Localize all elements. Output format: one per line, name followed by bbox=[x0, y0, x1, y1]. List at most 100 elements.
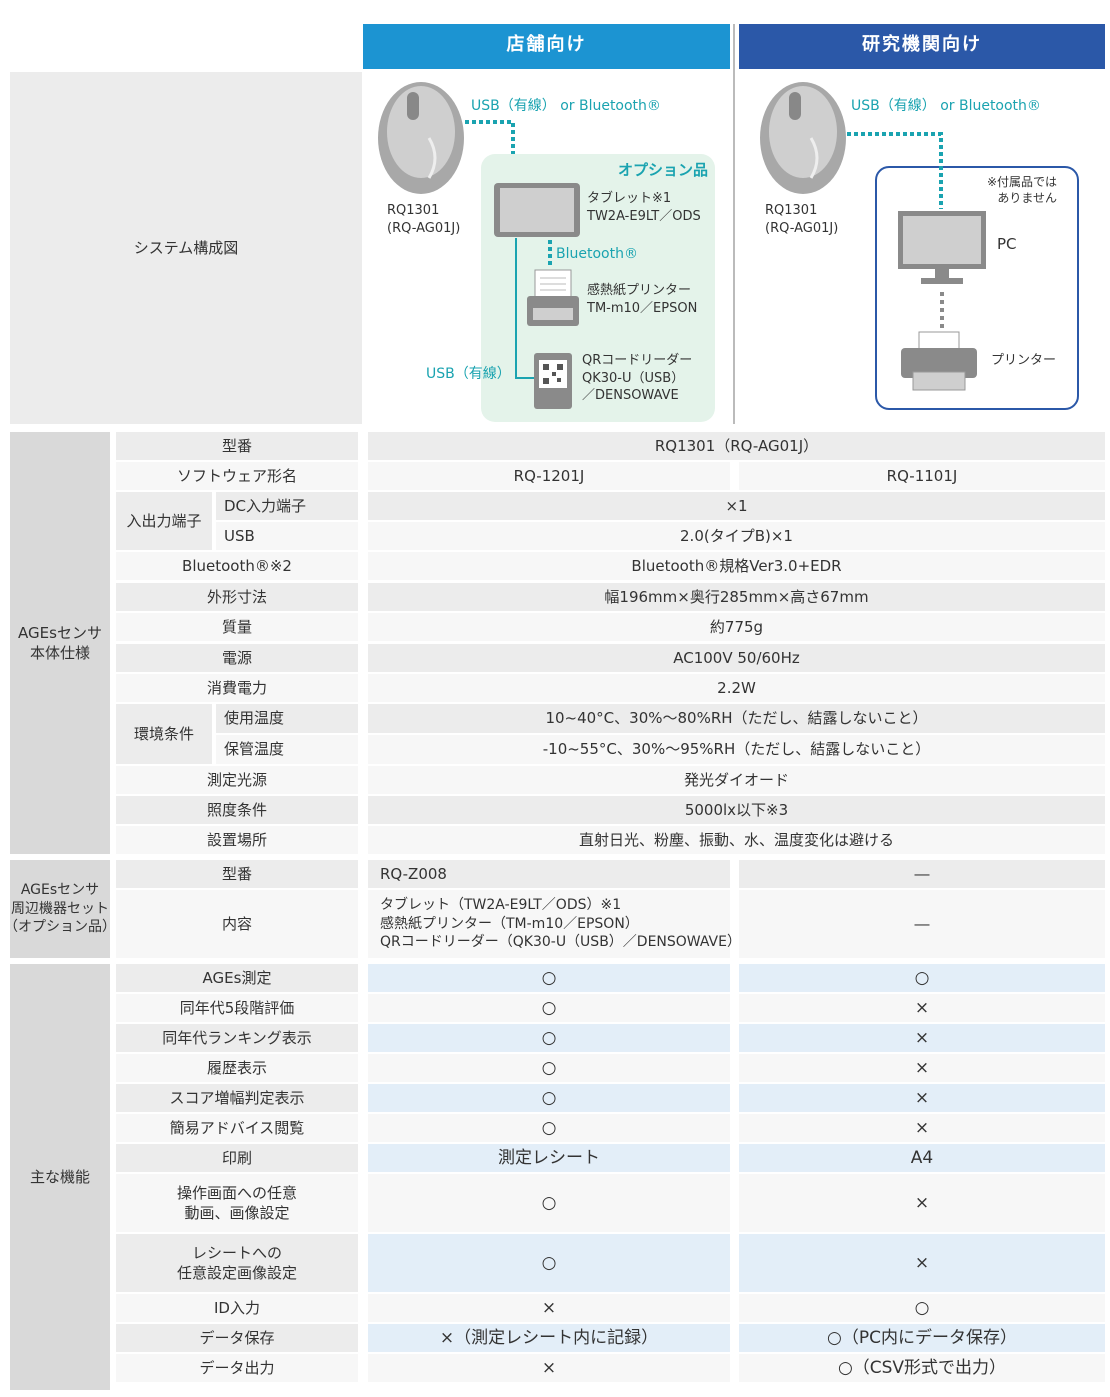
feature-label: データ保存 bbox=[116, 1324, 358, 1352]
spec-software-store: RQ-1201J bbox=[368, 462, 730, 490]
feature-research-value: ○ bbox=[739, 964, 1105, 992]
feature-store-value: ○ bbox=[368, 1084, 730, 1112]
feature-label: ID入力 bbox=[116, 1294, 358, 1322]
feature-label: 操作画面への任意 動画、画像設定 bbox=[116, 1174, 358, 1232]
research-connection-label: USB（有線） or Bluetooth® bbox=[851, 98, 1041, 114]
research-pc-label: PC bbox=[997, 235, 1017, 253]
feature-research-value: ○ bbox=[739, 1294, 1105, 1322]
option-model-store: RQ-Z008 bbox=[368, 860, 730, 888]
feature-store-value: 測定レシート bbox=[368, 1144, 730, 1172]
feature-research-value: × bbox=[739, 1024, 1105, 1052]
header-store-underline bbox=[363, 66, 730, 69]
printer-icon bbox=[901, 331, 977, 391]
feature-research-value: × bbox=[739, 1114, 1105, 1142]
research-device-label: RQ1301 (RQ-AG01J) bbox=[765, 203, 839, 236]
spec-power-value: AC100V 50/60Hz bbox=[368, 644, 1105, 672]
header-research-underline bbox=[739, 66, 1105, 69]
system-label: システム構成図 bbox=[10, 72, 362, 424]
store-connection-label: USB（有線） or Bluetooth® bbox=[471, 98, 661, 114]
store-bt-label: Bluetooth® bbox=[556, 246, 638, 262]
feature-store-value: ○ bbox=[368, 994, 730, 1022]
spec-usb-value: 2.0(タイプB)×1 bbox=[368, 522, 1105, 550]
spec-size-label: 外形寸法 bbox=[116, 583, 358, 611]
feature-research-value: × bbox=[739, 1054, 1105, 1082]
store-diagram: USB（有線） or Bluetooth® RQ1301 (RQ-AG01J) … bbox=[363, 72, 731, 424]
spec-illum-label: 照度条件 bbox=[116, 796, 358, 824]
qr-reader-icon bbox=[534, 353, 572, 409]
feature-research-value: ○（CSV形式で出力） bbox=[739, 1354, 1105, 1382]
store-bt-line bbox=[548, 240, 552, 266]
pc-monitor-icon bbox=[898, 211, 986, 284]
spec-light-label: 測定光源 bbox=[116, 766, 358, 794]
feature-label: 同年代5段階評価 bbox=[116, 994, 358, 1022]
spec-illum-value: 5000lx以下※3 bbox=[368, 796, 1105, 824]
feature-research-value: A4 bbox=[739, 1144, 1105, 1172]
spec-place-label: 設置場所 bbox=[116, 826, 358, 854]
feature-store-value: ○ bbox=[368, 1234, 730, 1292]
option-model-label: 型番 bbox=[116, 860, 358, 888]
feature-label: レシートへの 任意設定画像設定 bbox=[116, 1234, 358, 1292]
feature-store-value: × bbox=[368, 1294, 730, 1322]
spec-use-temp-label: 使用温度 bbox=[216, 704, 358, 733]
option-group-label: AGEsセンサ 周辺機器セット （オプション品） bbox=[4, 860, 116, 958]
research-connection-line bbox=[847, 132, 943, 209]
spec-bt-label: Bluetooth®※2 bbox=[116, 552, 358, 580]
option-content-research: ― bbox=[739, 890, 1105, 958]
spec-power-label: 電源 bbox=[116, 644, 358, 672]
feature-label: 履歴表示 bbox=[116, 1054, 358, 1082]
receipt-printer-icon bbox=[527, 269, 579, 326]
spec-store-temp-label: 保管温度 bbox=[216, 735, 358, 764]
option-content-store: タブレット（TW2A-E9LT／ODS）※1 感熱紙プリンター（TM-m10／E… bbox=[368, 890, 741, 958]
feature-label: 印刷 bbox=[116, 1144, 358, 1172]
features-group-label: 主な機能 bbox=[10, 964, 110, 1390]
feature-store-value: × bbox=[368, 1354, 730, 1382]
spec-io-label: 入出力端子 bbox=[116, 492, 212, 550]
system-divider bbox=[733, 24, 735, 424]
spec-model-value: RQ1301（RQ-AG01J） bbox=[368, 432, 1105, 460]
store-qr-label: QRコードリーダー QK30-U（USB） ／DENSOWAVE bbox=[582, 353, 693, 404]
store-option-label: オプション品 bbox=[618, 161, 709, 179]
spec-env-label: 環境条件 bbox=[116, 704, 212, 764]
feature-research-value: ○（PC内にデータ保存） bbox=[739, 1324, 1105, 1352]
research-diagram: USB（有線） or Bluetooth® RQ1301 (RQ-AG01J) … bbox=[739, 72, 1105, 424]
spec-bt-value: Bluetooth®規格Ver3.0+EDR bbox=[368, 552, 1105, 580]
feature-store-value: ○ bbox=[368, 1114, 730, 1142]
spec-software-label: ソフトウェア形名 bbox=[116, 462, 358, 490]
spec-group-label: AGEsセンサ 本体仕様 bbox=[10, 432, 110, 854]
sensor-device-icon bbox=[378, 82, 464, 194]
spec-use-temp-value: 10~40°C、30%～80%RH（ただし、結露しないこと） bbox=[368, 704, 1105, 733]
spec-consumption-label: 消費電力 bbox=[116, 674, 358, 702]
spec-store-temp-value: -10~55°C、30%～95%RH（ただし、結露しないこと） bbox=[368, 735, 1105, 764]
feature-store-value: ○ bbox=[368, 1174, 730, 1232]
spec-software-research: RQ-1101J bbox=[739, 462, 1105, 490]
feature-label: データ出力 bbox=[116, 1354, 358, 1382]
feature-label: 簡易アドバイス閲覧 bbox=[116, 1114, 358, 1142]
spec-dc-value: ×1 bbox=[368, 492, 1105, 520]
feature-label: スコア増幅判定表示 bbox=[116, 1084, 358, 1112]
spec-weight-value: 約775g bbox=[368, 613, 1105, 641]
research-box bbox=[875, 166, 1079, 410]
option-content-label: 内容 bbox=[116, 890, 358, 958]
store-device-label: RQ1301 (RQ-AG01J) bbox=[387, 203, 461, 236]
option-model-research: ― bbox=[739, 860, 1105, 888]
feature-label: AGEs測定 bbox=[116, 964, 358, 992]
store-tablet-label: タブレット※1 TW2A-E9LT／ODS bbox=[587, 191, 701, 224]
spec-light-value: 発光ダイオード bbox=[368, 766, 1105, 794]
spec-dc-label: DC入力端子 bbox=[216, 492, 358, 520]
sensor-device-icon-research bbox=[760, 82, 846, 194]
feature-label: 同年代ランキング表示 bbox=[116, 1024, 358, 1052]
feature-store-value: ○ bbox=[368, 964, 730, 992]
feature-research-value: × bbox=[739, 1084, 1105, 1112]
research-printer-label: プリンター bbox=[991, 353, 1057, 368]
feature-research-value: × bbox=[739, 994, 1105, 1022]
research-printer-line bbox=[940, 292, 944, 330]
spec-weight-label: 質量 bbox=[116, 613, 358, 641]
spec-model-label: 型番 bbox=[116, 432, 358, 460]
spec-place-value: 直射日光、粉塵、振動、水、温度変化は避ける bbox=[368, 826, 1105, 854]
spec-usb-label: USB bbox=[216, 522, 358, 550]
feature-research-value: × bbox=[739, 1234, 1105, 1292]
spec-consumption-value: 2.2W bbox=[368, 674, 1105, 702]
header-research: 研究機関向け bbox=[739, 24, 1105, 66]
feature-research-value: × bbox=[739, 1174, 1105, 1232]
store-usb-line bbox=[515, 238, 536, 379]
